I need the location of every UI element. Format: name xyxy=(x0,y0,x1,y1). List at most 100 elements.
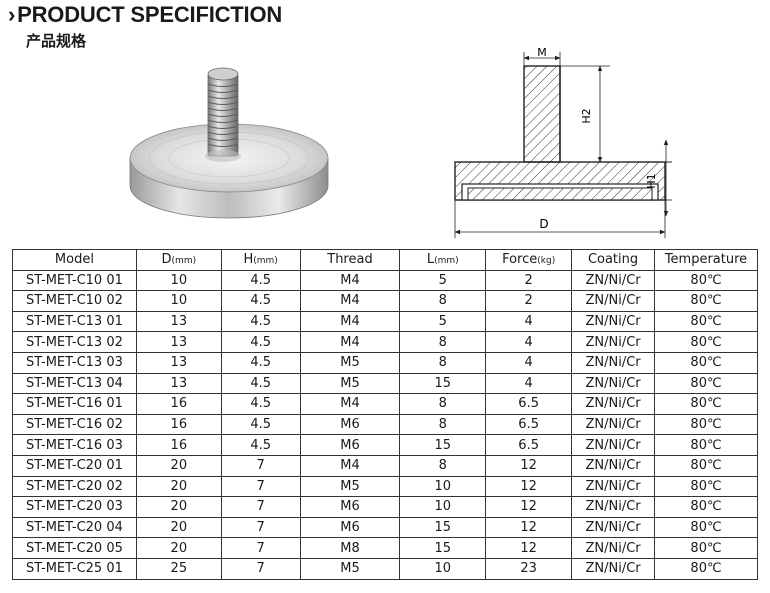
table-cell: 80℃ xyxy=(654,454,758,477)
column-header-unit: (mm) xyxy=(171,256,197,267)
table-cell: 4 xyxy=(485,351,573,374)
table-cell: 10 xyxy=(135,269,222,292)
column-header-label: Model xyxy=(54,252,94,268)
table-cell: 4.5 xyxy=(220,310,301,333)
table-cell: 80℃ xyxy=(654,557,758,580)
table-cell: 8 xyxy=(399,331,487,353)
table-cell: M5 xyxy=(299,557,401,580)
table-cell: 80℃ xyxy=(654,537,758,559)
column-header-label: L xyxy=(426,252,435,268)
table-cell: ZN/Ni/Cr xyxy=(571,269,655,292)
table-cell: 80℃ xyxy=(654,496,758,518)
table-cell: 80℃ xyxy=(654,351,758,374)
column-header: Force(kg) xyxy=(485,249,573,271)
table-cell: ST-MET-C10 02 xyxy=(12,290,137,312)
table-cell: 8 xyxy=(399,413,487,436)
table-cell: ZN/Ni/Cr xyxy=(571,496,655,518)
table-cell: ZN/Ni/Cr xyxy=(571,331,655,353)
table-cell: 13 xyxy=(135,310,222,333)
page-subtitle: 产品规格 xyxy=(26,32,87,50)
table-cell: 16 xyxy=(135,393,222,415)
table-cell: 13 xyxy=(135,372,222,395)
table-cell: 7 xyxy=(220,454,301,477)
table-cell: ZN/Ni/Cr xyxy=(571,310,655,333)
table-cell: 4.5 xyxy=(220,290,301,312)
column-header: D(mm) xyxy=(135,249,222,271)
table-cell: 23 xyxy=(485,557,573,580)
table-cell: ST-MET-C13 03 xyxy=(12,351,137,374)
table-cell: M5 xyxy=(299,372,401,395)
table-cell: ST-MET-C20 02 xyxy=(12,475,137,498)
column-header: H(mm) xyxy=(220,249,301,271)
table-cell: 12 xyxy=(485,475,573,498)
table-cell: 20 xyxy=(135,537,222,559)
table-cell: 7 xyxy=(220,496,301,518)
table-cell: 16 xyxy=(135,434,222,456)
table-cell: M5 xyxy=(299,351,401,374)
page-title: ›PRODUCT SPECIFICTION xyxy=(8,2,282,28)
column-header: L(mm) xyxy=(399,249,487,271)
table-cell: 20 xyxy=(135,475,222,498)
table-cell: 4.5 xyxy=(220,434,301,456)
table-cell: M4 xyxy=(299,269,401,292)
table-cell: ST-MET-C16 02 xyxy=(12,413,137,436)
table-cell: ZN/Ni/Cr xyxy=(571,290,655,312)
table-cell: 4 xyxy=(485,310,573,333)
table-cell: ZN/Ni/Cr xyxy=(571,393,655,415)
table-cell: 2 xyxy=(485,269,573,292)
table-cell: ST-MET-C13 04 xyxy=(12,372,137,395)
table-cell: 80℃ xyxy=(654,413,758,436)
table-cell: 20 xyxy=(135,516,222,539)
table-cell: 7 xyxy=(220,557,301,580)
table-cell: M8 xyxy=(299,537,401,559)
table-cell: M6 xyxy=(299,496,401,518)
table-cell: ST-MET-C20 04 xyxy=(12,516,137,539)
table-cell: 12 xyxy=(485,496,573,518)
dim-label-h1: H1 xyxy=(645,173,658,188)
dim-label-d: D xyxy=(539,217,548,231)
column-header-label: H xyxy=(243,252,254,268)
table-cell: 25 xyxy=(135,557,222,580)
table-cell: 12 xyxy=(485,516,573,539)
table-cell: 10 xyxy=(399,557,487,580)
chevron-right-icon: › xyxy=(8,2,16,27)
table-cell: ZN/Ni/Cr xyxy=(571,475,655,498)
table-cell: 4.5 xyxy=(220,372,301,395)
table-cell: 4.5 xyxy=(220,351,301,374)
column-header: Thread xyxy=(299,249,401,271)
table-cell: ST-MET-C16 01 xyxy=(12,393,137,415)
table-cell: 10 xyxy=(399,475,487,498)
table-cell: 20 xyxy=(135,454,222,477)
table-cell: 5 xyxy=(399,269,487,292)
column-header: Temperature xyxy=(654,249,758,271)
table-cell: ST-MET-C13 01 xyxy=(12,310,137,333)
table-cell: 80℃ xyxy=(654,331,758,353)
table-cell: ZN/Ni/Cr xyxy=(571,434,655,456)
table-cell: 6.5 xyxy=(485,434,573,456)
table-cell: M4 xyxy=(299,331,401,353)
table-cell: ST-MET-C13 02 xyxy=(12,331,137,353)
table-cell: M6 xyxy=(299,413,401,436)
column-header-label: Temperature xyxy=(664,252,748,268)
table-cell: 80℃ xyxy=(654,310,758,333)
column-header: Coating xyxy=(571,249,655,271)
table-cell: ZN/Ni/Cr xyxy=(571,516,655,539)
column-header-label: Coating xyxy=(587,252,639,268)
table-cell: 4.5 xyxy=(220,331,301,353)
column-header-label: Force xyxy=(502,252,538,268)
table-cell: 6.5 xyxy=(485,393,573,415)
table-cell: 10 xyxy=(399,496,487,518)
table-cell: 7 xyxy=(220,537,301,559)
column-header: Model xyxy=(12,249,137,271)
table-cell: ZN/Ni/Cr xyxy=(571,454,655,477)
table-cell: 20 xyxy=(135,496,222,518)
